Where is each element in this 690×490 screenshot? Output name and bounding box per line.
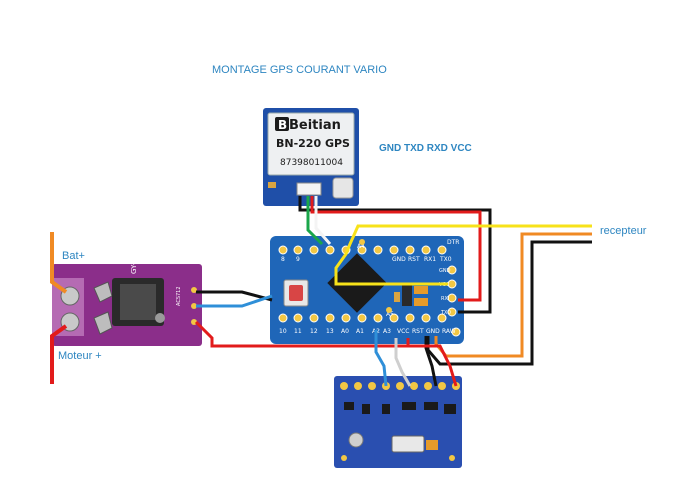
gps-gnd-wire bbox=[298, 196, 492, 314]
vario-pad bbox=[341, 455, 347, 461]
side-pin-label: GND bbox=[439, 268, 451, 274]
motor-label: Moteur + bbox=[58, 350, 102, 362]
vario-smd bbox=[402, 402, 416, 410]
pin-label-bottom: A0 bbox=[341, 328, 349, 335]
pin-label-bottom: 10 bbox=[279, 328, 287, 335]
vario-crystal bbox=[391, 435, 425, 453]
pin-label-bottom: RAW bbox=[442, 328, 456, 335]
sensor-vcc-wire bbox=[194, 320, 410, 348]
a4-label: A4 bbox=[357, 243, 365, 250]
pin-label-top: TX0 bbox=[439, 256, 452, 263]
pin-label-bottom: 12 bbox=[310, 328, 318, 335]
wires bbox=[50, 196, 592, 387]
arduino-pro-mini: DTR 8 9 GND RST RX1 TX0 A4 A5 bbox=[270, 236, 464, 344]
a5-label: A5 bbox=[386, 311, 394, 318]
gps-serial: 87398011004 bbox=[280, 158, 343, 168]
battery-wire bbox=[50, 232, 68, 294]
gps-txd-wire bbox=[306, 196, 324, 246]
gps-brand-badge bbox=[275, 117, 289, 131]
pin-label-top: 8 bbox=[281, 256, 285, 263]
battery-label: Bat+ bbox=[62, 250, 85, 262]
reset-button-cap bbox=[289, 285, 303, 301]
pin-label-bottom: A3 bbox=[383, 328, 391, 335]
sensor-mount-hole bbox=[155, 313, 165, 323]
vario-module bbox=[334, 376, 462, 468]
pin-label-top: RX1 bbox=[424, 256, 436, 263]
vario-smd bbox=[344, 402, 354, 410]
arduino-bottom-pads bbox=[278, 313, 461, 337]
receiver-label: recepteur bbox=[600, 225, 647, 237]
gps-battery bbox=[332, 177, 354, 199]
gps-shield bbox=[267, 112, 355, 176]
vario-vcc-wire bbox=[408, 344, 458, 387]
vario-sda-wire bbox=[374, 330, 388, 387]
capacitor bbox=[414, 286, 428, 294]
sensor-chip-label: ACS712 bbox=[176, 286, 182, 306]
gps-rxd-wire bbox=[314, 196, 332, 245]
capacitor bbox=[414, 298, 428, 306]
dtr-label: DTR bbox=[447, 239, 459, 246]
sensor-signal-wire bbox=[196, 294, 273, 308]
current-sensor: GY-712 ACS712 bbox=[52, 250, 202, 346]
vario-smd bbox=[424, 402, 438, 410]
pin-label-bottom: 13 bbox=[326, 328, 334, 335]
pin-label-bottom: A1 bbox=[356, 328, 364, 335]
receiver-vcc-wire bbox=[434, 232, 592, 358]
vario-smd bbox=[382, 404, 390, 414]
pin-label-top: GND bbox=[392, 256, 406, 263]
motor-wire bbox=[50, 324, 68, 384]
pin-label-bottom: RST bbox=[412, 328, 424, 335]
pin-label-bottom: 11 bbox=[294, 328, 302, 335]
gps-brand: Beitian bbox=[289, 118, 341, 133]
sensor-heatsink bbox=[120, 284, 156, 320]
pin-label-top: RST bbox=[408, 256, 420, 263]
terminal-clip bbox=[93, 311, 113, 335]
gps-model: BN-220 GPS bbox=[276, 137, 350, 150]
diagram-title: MONTAGE GPS COURANT VARIO bbox=[212, 64, 387, 76]
vario-capacitor bbox=[426, 440, 438, 450]
sensor-pin bbox=[191, 303, 197, 309]
receiver-gnd-wire bbox=[426, 240, 592, 366]
side-pin-label: TXO bbox=[440, 310, 451, 316]
gps-vcc-wire bbox=[310, 196, 482, 302]
vario-gnd-wire bbox=[424, 336, 438, 387]
sensor-pin bbox=[191, 287, 197, 293]
sensor-board-label: GY-712 bbox=[130, 250, 138, 274]
smd-part bbox=[394, 292, 400, 302]
sensor-gnd-wire bbox=[196, 290, 273, 302]
vario-smd bbox=[444, 404, 456, 414]
receiver-signal-wire bbox=[334, 224, 592, 286]
gps-pins-label: GND TXD RXD VCC bbox=[379, 143, 472, 154]
a5-pad bbox=[386, 307, 392, 313]
a4-pad bbox=[359, 239, 365, 245]
arduino-top-labels: 8 9 GND RST RX1 TX0 bbox=[281, 256, 452, 263]
vario-pad bbox=[449, 455, 455, 461]
gps-smd bbox=[268, 182, 276, 188]
vario-pads bbox=[340, 382, 460, 390]
vario-scl-wire bbox=[394, 338, 412, 387]
pin-label-top: 9 bbox=[296, 256, 300, 263]
pin-label-bottom: VCC bbox=[397, 328, 409, 335]
gps-brand-initial: B bbox=[278, 118, 287, 132]
vario-smd bbox=[362, 404, 370, 414]
regulator bbox=[402, 284, 412, 306]
side-pin-label: RXI bbox=[441, 296, 449, 302]
gps-connector bbox=[296, 182, 322, 196]
vario-sensor-port bbox=[348, 432, 364, 448]
pin-label-bottom: GND bbox=[426, 328, 440, 335]
gps-module: B Beitian BN-220 GPS 87398011004 bbox=[263, 108, 359, 206]
